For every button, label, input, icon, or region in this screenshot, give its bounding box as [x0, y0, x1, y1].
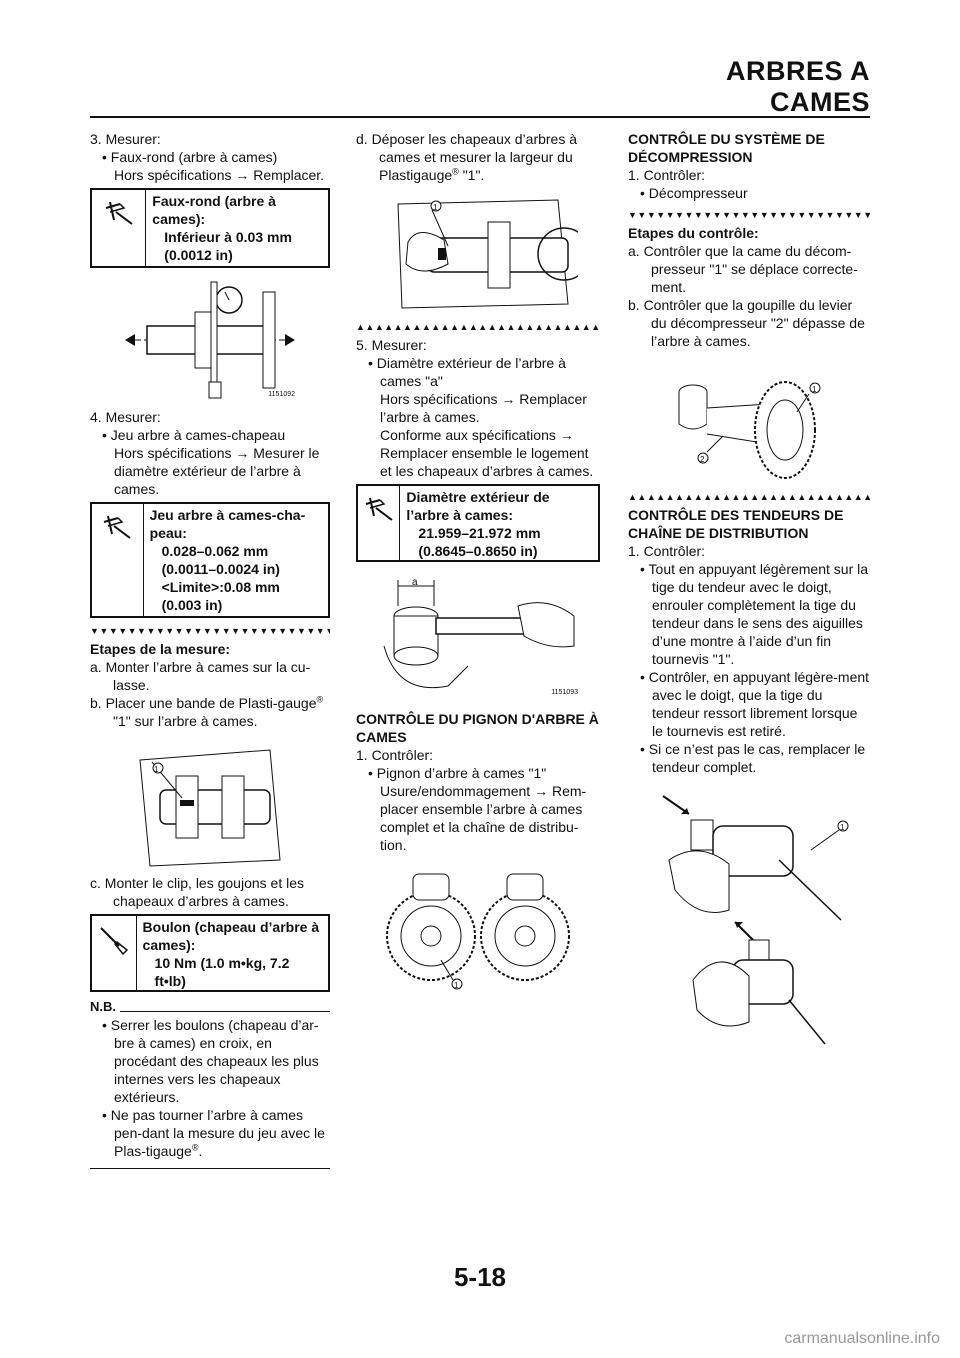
column-1: 3. Mesurer: • Faux-rond (arbre à cames) …: [90, 130, 330, 1169]
note-end-rule: [90, 1168, 330, 1169]
check-1-bullet: • Décompresseur: [640, 185, 748, 201]
spec-value: Inférieur à 0.03 mm: [164, 229, 292, 245]
note-item: • Serrer les boulons (chapeau d’ar-bre à…: [102, 1017, 319, 1105]
spec-box-diameter: Diamètre extérieur de l’arbre à cames: 2…: [356, 484, 600, 562]
steps-end-marker: ▲▲▲▲▲▲▲▲▲▲▲▲▲▲▲▲▲▲▲▲▲▲▲▲▲▲▲: [628, 492, 870, 502]
step-5-bullet: • Diamètre extérieur de l’arbre à cames …: [368, 355, 566, 389]
spec-value: (0.0011–0.0024 in): [161, 561, 280, 577]
section-title-sprocket: CONTRÔLE DU PIGNON D'ARBRE À CAMES: [356, 711, 599, 745]
spec-box-clearance: Jeu arbre à cames-cha-peau: 0.028–0.062 …: [90, 502, 330, 618]
note-title: N.B.: [90, 999, 116, 1014]
check-1-outcome: Usure/endommagement → Rem-placer ensembl…: [380, 783, 587, 853]
figure-micrometer: a 1151093: [378, 576, 578, 706]
note-item: • Ne pas tourner l’arbre à cames pen-dan…: [102, 1107, 325, 1159]
spec-label: Diamètre extérieur de l’arbre à cames:: [406, 489, 550, 523]
page-title: ARBRES A CAMES: [725, 56, 870, 117]
spec-value: (0.0012 in): [164, 247, 233, 263]
check-1-bullet: • Pignon d’arbre à cames "1": [368, 765, 547, 781]
steps-title: Etapes du contrôle:: [628, 225, 759, 241]
steps-title: Etapes de la mesure:: [90, 641, 231, 657]
column-2: d. Déposer les chapeaux d’arbres à cames…: [356, 130, 600, 996]
figure-code: 1151092: [268, 391, 295, 398]
spec-value: 0.028–0.062 mm: [161, 543, 269, 559]
spec-value: 21.959–21.972 mm: [418, 525, 541, 541]
steps-start-marker: ▼▼▼▼▼▼▼▼▼▼▼▼▼▼▼▼▼▼▼▼▼▼▼▼▼▼▼: [90, 626, 330, 636]
step-b: b. Contrôler que la goupille du levier d…: [628, 297, 865, 349]
check-1-title: 1. Contrôler:: [628, 167, 706, 183]
step-3-outcome: Hors spécifications → Remplacer.: [114, 167, 325, 183]
header-rule: [90, 116, 870, 118]
figure-plastigauge-placement: 1: [130, 740, 290, 870]
step-4-bullet: • Jeu arbre à cames-chapeau: [102, 427, 286, 443]
step-5-outcome: Hors spécifications → Remplacer l’arbre …: [380, 391, 587, 425]
note-header: N.B.: [90, 998, 330, 1016]
check-1-title: 1. Contrôler:: [356, 747, 434, 763]
figure-code: 1151093: [551, 689, 578, 696]
caliper-icon: [92, 504, 144, 616]
figure-tensioner: 1: [649, 790, 849, 1050]
figure-decompressor: 1 2: [659, 364, 839, 484]
step-d: d. Déposer les chapeaux d’arbres à cames…: [356, 131, 578, 183]
steps-end-marker: ▲▲▲▲▲▲▲▲▲▲▲▲▲▲▲▲▲▲▲▲▲▲▲▲▲▲▲: [356, 322, 600, 332]
figure-label: 1: [154, 765, 159, 774]
column-3: CONTRÔLE DU SYSTÈME DE DÉCOMPRESSION 1. …: [628, 130, 870, 1054]
check-2-bullet: • Si ce n’est pas le cas, remplacer le t…: [640, 741, 866, 775]
watermark: carmanualsonline.info: [784, 1330, 940, 1347]
spec-label: Boulon (chapeau d’arbre à cames):: [142, 919, 320, 953]
step-a: a. Monter l’arbre à cames sur la cu-lass…: [90, 659, 311, 693]
spec-box-torque: Boulon (chapeau d’arbre à cames): 10 Nm …: [90, 914, 330, 992]
step-3-bullet: • Faux-rond (arbre à cames): [102, 149, 278, 165]
figure-label: a: [412, 577, 418, 588]
spec-label: Jeu arbre à cames-cha-peau:: [149, 507, 306, 541]
check-2-bullet: • Contrôler, en appuyant légère-ment ave…: [640, 669, 870, 739]
caliper-icon: [92, 190, 147, 266]
steps-start-marker: ▼▼▼▼▼▼▼▼▼▼▼▼▼▼▼▼▼▼▼▼▼▼▼▼▼▼▼: [628, 210, 870, 220]
check-2-title: 1. Contrôler:: [628, 543, 706, 559]
step-4-outcome: Hors spécifications → Mesurer le diamètr…: [114, 445, 320, 497]
step-c: c. Monter le clip, les goujons et les ch…: [90, 875, 304, 909]
step-4-title: 4. Mesurer:: [90, 409, 161, 425]
caliper-icon: [358, 486, 401, 560]
figure-cam-sprockets: 1: [373, 868, 583, 992]
figure-label: 1: [840, 823, 845, 832]
step-5-outcome: Conforme aux spécifications → Remplacer …: [380, 427, 594, 479]
torque-wrench-icon: [92, 916, 137, 990]
figure-plastigauge-measure: 1: [378, 194, 578, 314]
page-number: 5-18: [453, 1262, 507, 1292]
figure-label: 1: [454, 981, 459, 990]
step-5-title: 5. Mesurer:: [356, 337, 427, 353]
figure-runout-dial-gauge: 1151092: [125, 274, 295, 404]
step-3-title: 3. Mesurer:: [90, 131, 161, 147]
section-title-decompression: CONTRÔLE DU SYSTÈME DE DÉCOMPRESSION: [628, 131, 825, 165]
figure-label: 1: [812, 385, 817, 394]
section-title-tensioner: CONTRÔLE DES TENDEURS DE CHAÎNE DE DISTR…: [628, 507, 844, 541]
spec-value: 10 Nm (1.0 m•kg, 7.2 ft•lb): [154, 955, 290, 989]
spec-value: (0.003 in): [161, 597, 223, 613]
figure-label: 1: [433, 203, 438, 212]
check-2-bullet: • Tout en appuyant légèrement sur la tig…: [640, 561, 869, 667]
spec-label: Faux-rond (arbre à cames):: [152, 193, 276, 227]
step-a: a. Contrôler que la came du décom-presse…: [628, 243, 858, 295]
spec-box-runout: Faux-rond (arbre à cames): Inférieur à 0…: [90, 188, 330, 268]
step-b: b. Placer une bande de Plasti-gauge® "1"…: [90, 694, 324, 729]
spec-limit: <Limite>:0.08 mm: [161, 579, 280, 595]
figure-label: 2: [700, 455, 705, 464]
spec-value: (0.8645–0.8650 in): [418, 543, 538, 559]
